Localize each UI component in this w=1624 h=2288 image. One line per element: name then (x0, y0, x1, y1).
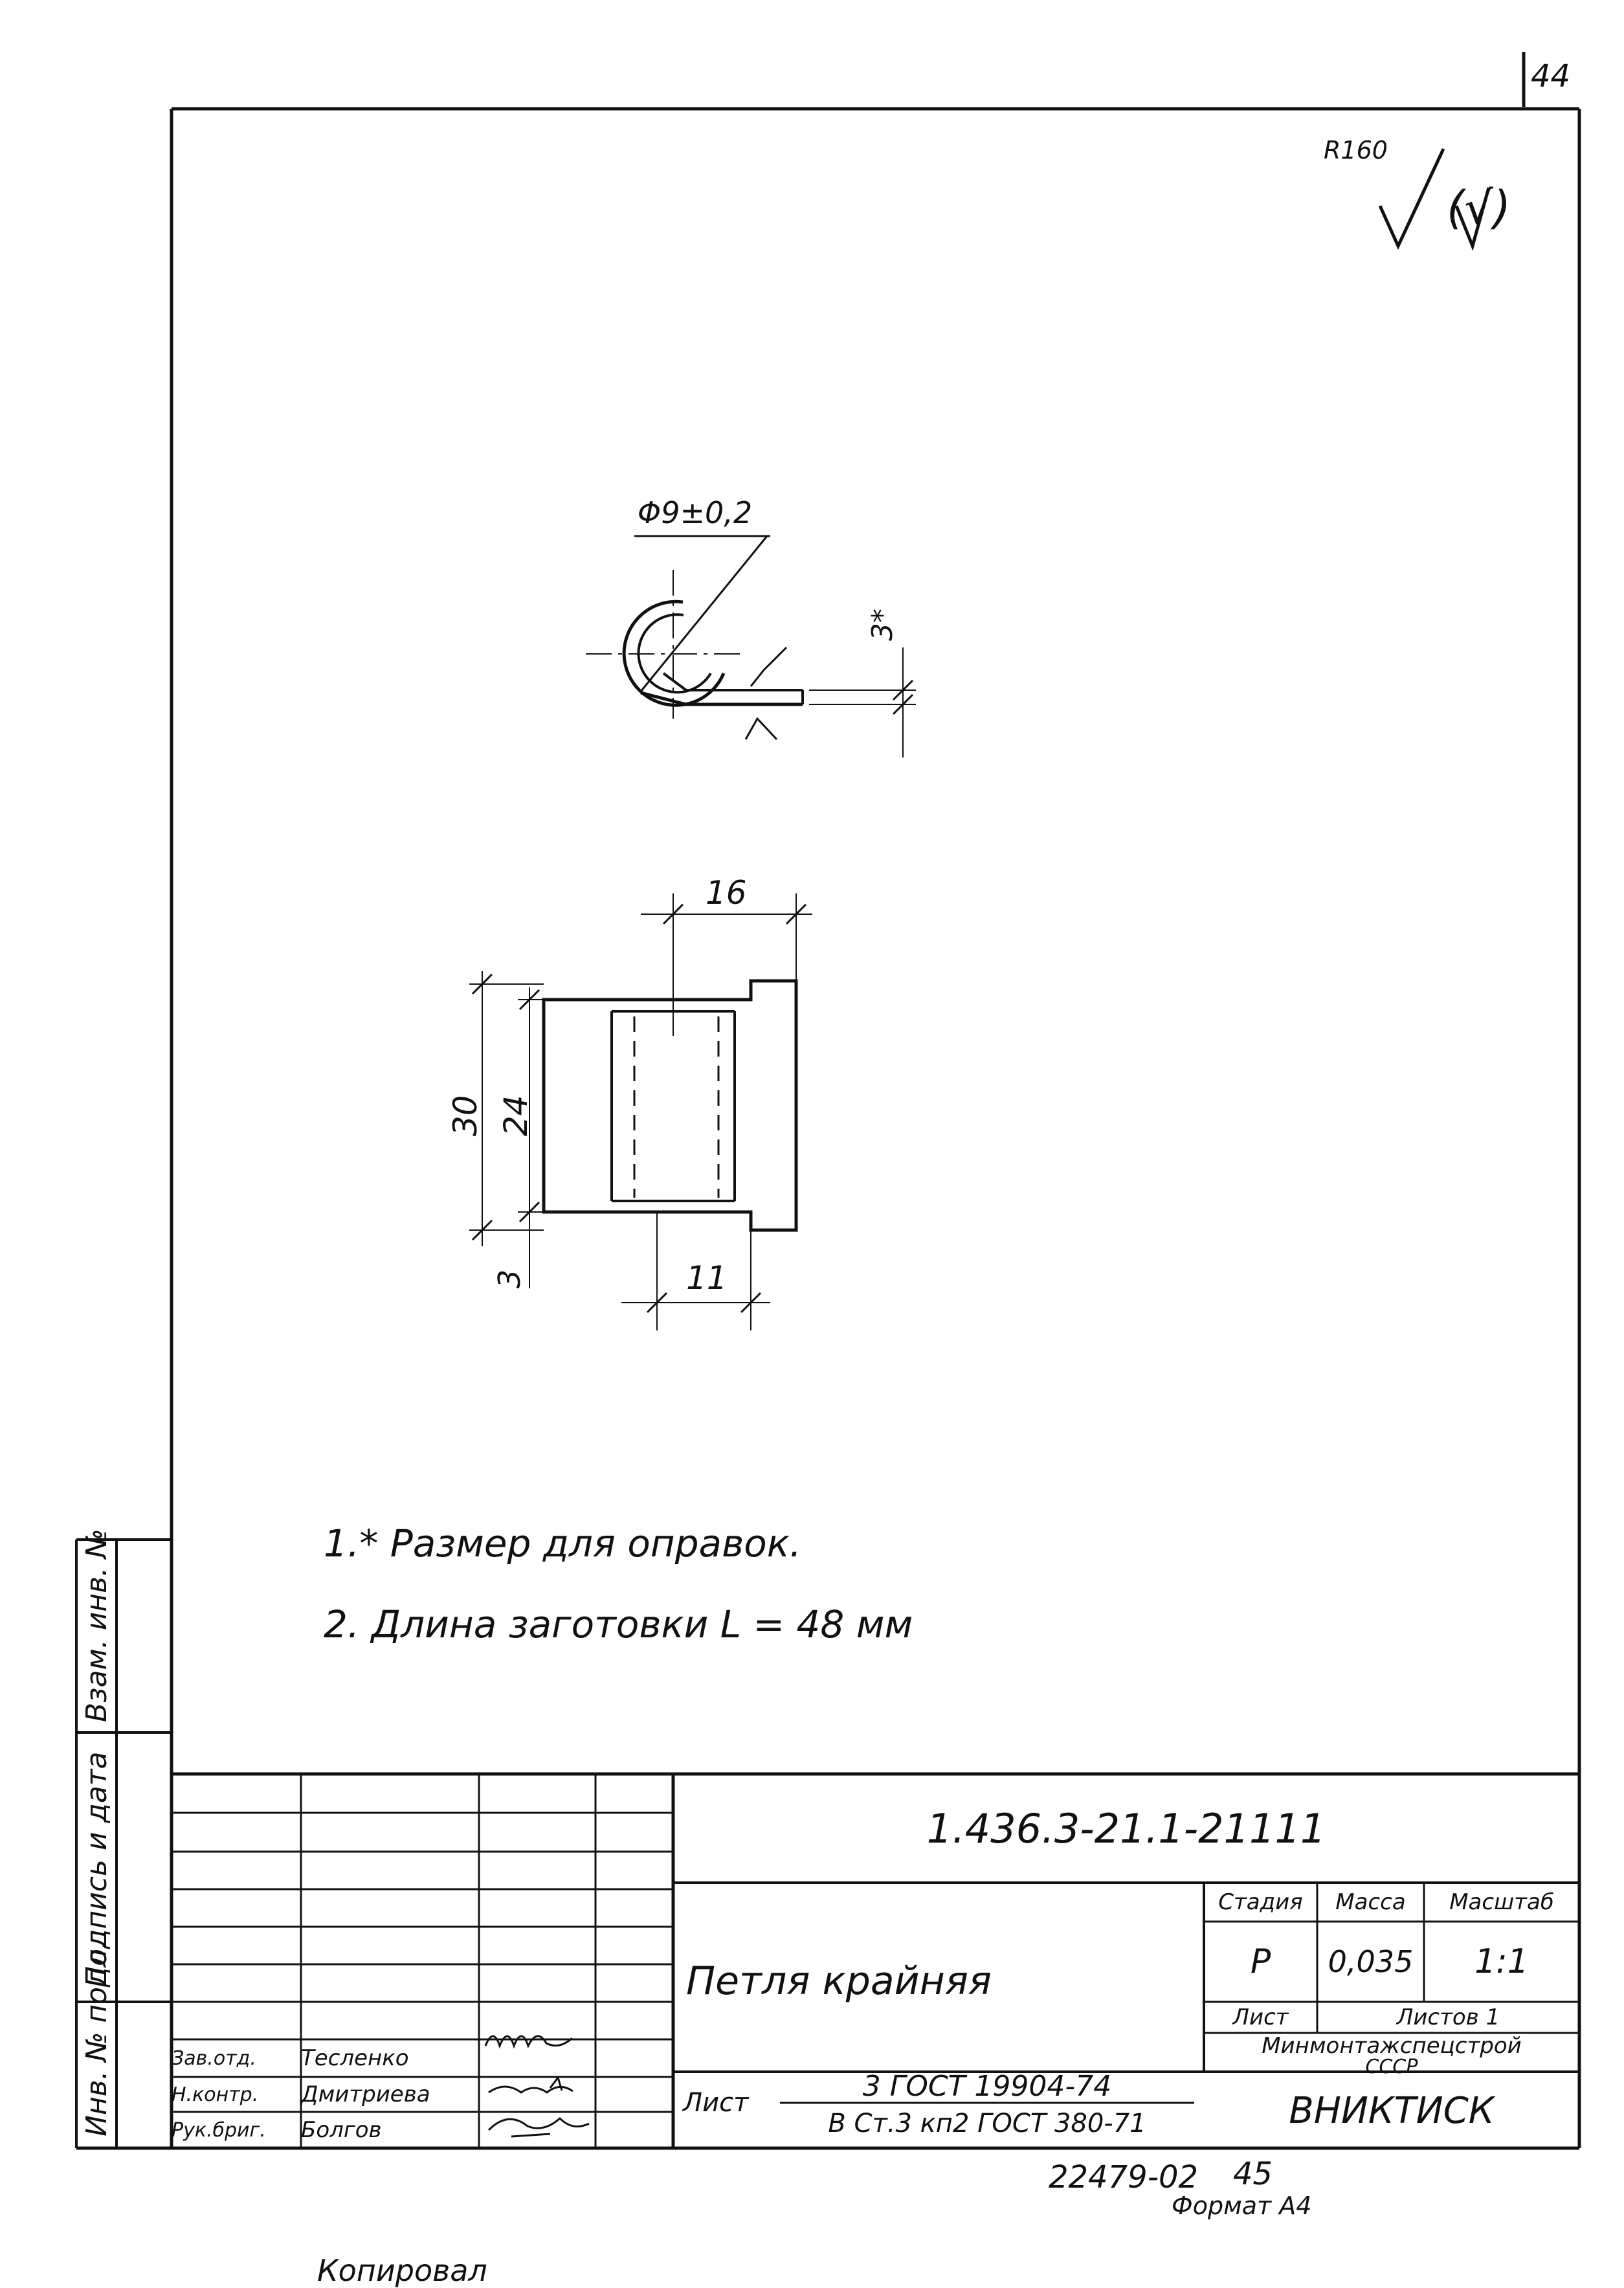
format-label: Формат А4 (1172, 2192, 1312, 2220)
role-team-lead: Рук.бриг. (172, 2118, 266, 2142)
bottom-gap-label: 3 (492, 1269, 527, 1288)
plan-view (469, 893, 812, 1330)
roughness-value: R160 (1324, 136, 1388, 164)
name-norm-control: Дмитриева (301, 2081, 430, 2107)
organization-line1: Минмонтажспецстрой (1262, 2033, 1522, 2059)
material-bottom: В Ст.3 кп2 ГОСТ 380-71 (828, 2109, 1146, 2138)
part-name: Петля крайняя (686, 1958, 992, 2004)
side-replacement-label: Взам. инв. № (80, 1529, 113, 1722)
role-head-of-dept: Зав.отд. (172, 2047, 256, 2070)
width-bottom-label: 11 (686, 1259, 728, 1297)
overall-height-label: 30 (447, 1095, 484, 1136)
page-number: 44 (1531, 58, 1571, 95)
sheet-frame (76, 107, 1581, 2150)
title-block-grid (172, 1772, 1579, 2148)
header-mass: Масса (1335, 1889, 1406, 1915)
signature-dmitrieva (488, 2075, 573, 2094)
signature-bolgov (487, 2116, 590, 2138)
side-signature-date-label: Подпись и дата (80, 1751, 113, 1988)
material-top: 3 ГОСТ 19904-74 (862, 2069, 1112, 2103)
header-scale: Масштаб (1449, 1889, 1554, 1915)
diameter-label: Φ9±0,2 (638, 495, 753, 530)
copied-by: Копировал (317, 2253, 487, 2288)
side-strip-frame (75, 1538, 172, 2148)
thickness-label: 3* (866, 609, 899, 641)
sheets-count-label: Листов 1 (1396, 2004, 1500, 2030)
role-norm-control: Н.контр. (172, 2083, 259, 2106)
value-mass: 0,035 (1328, 1944, 1414, 1979)
width-top-label: 16 (706, 874, 747, 912)
inner-height-label: 24 (497, 1095, 535, 1136)
note-2: 2. Длина заготовки L = 48 мм (324, 1602, 913, 1646)
value-stage: Р (1250, 1942, 1271, 1981)
sheet-index: 45 (1233, 2156, 1273, 2192)
sheet-label: Лист (1232, 2004, 1289, 2030)
order-number: 22479-02 (1049, 2159, 1199, 2195)
institute-name: ВНИКТИСК (1289, 2089, 1495, 2132)
ring-view (586, 535, 916, 757)
value-scale: 1:1 (1474, 1942, 1529, 1981)
name-team-lead: Болгов (301, 2117, 382, 2143)
signature-teslenko (484, 2035, 573, 2049)
organization-line2: СССР (1365, 2055, 1418, 2078)
roughness-paren-symbol: (√) (1447, 181, 1511, 234)
name-head-of-dept: Тесленко (301, 2045, 409, 2071)
material-prefix: Лист (683, 2088, 749, 2118)
document-code: 1.436.3-21.1-21111 (926, 1804, 1326, 1852)
note-1: 1.* Размер для оправок. (324, 1521, 802, 1565)
roughness-symbol (1378, 148, 1491, 251)
header-stage: Стадия (1218, 1889, 1303, 1915)
